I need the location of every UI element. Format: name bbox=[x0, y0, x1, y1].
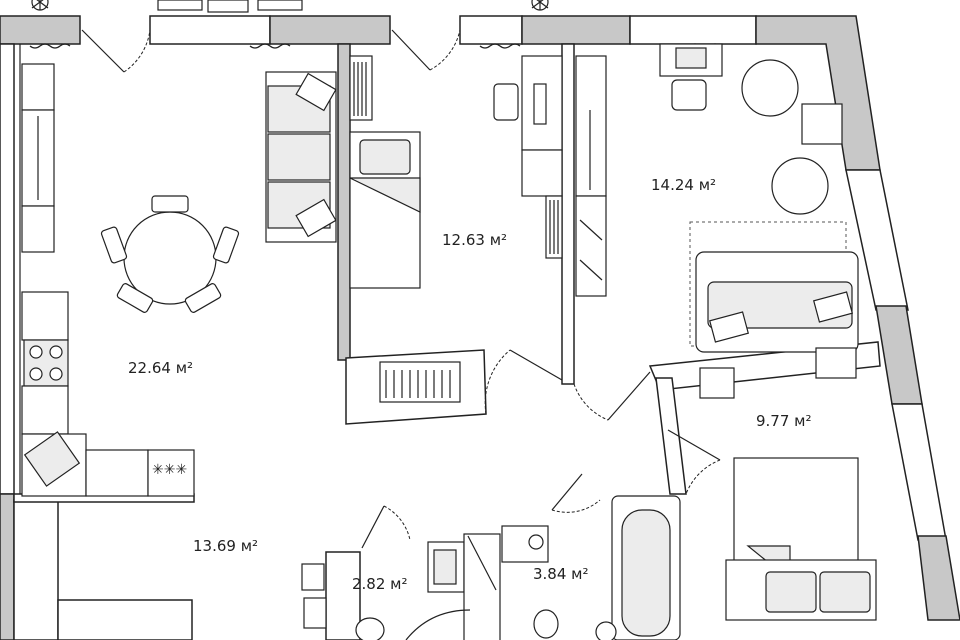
exterior-walls bbox=[0, 15, 960, 640]
area-label-bathroom: 2.82 м² bbox=[352, 575, 408, 593]
middle-bedroom bbox=[349, 55, 461, 403]
area-label-living-kitchen: 22.64 м² bbox=[128, 359, 193, 377]
stove-icon bbox=[23, 339, 69, 387]
dining-table bbox=[100, 195, 240, 313]
area-label-hallway: 13.69 м² bbox=[193, 537, 258, 555]
bathrooms bbox=[301, 495, 681, 640]
plant-icon bbox=[31, 0, 549, 11]
sink-icon bbox=[23, 431, 81, 487]
area-label-bedroom-right: 14.24 м² bbox=[651, 176, 716, 194]
sofa bbox=[265, 71, 337, 243]
svg-text:✳✳✳: ✳✳✳ bbox=[152, 462, 187, 478]
doors bbox=[81, 29, 721, 549]
kitchen: ✳✳✳ bbox=[21, 63, 195, 497]
area-label-bedroom-small: 9.77 м² bbox=[756, 412, 812, 430]
desk bbox=[493, 55, 563, 259]
area-label-bedroom-middle: 12.63 м² bbox=[442, 231, 507, 249]
hob-icon bbox=[147, 449, 195, 497]
area-label-washroom: 3.84 м² bbox=[533, 565, 589, 583]
small-bedroom bbox=[699, 347, 877, 621]
right-bedroom bbox=[575, 43, 859, 353]
